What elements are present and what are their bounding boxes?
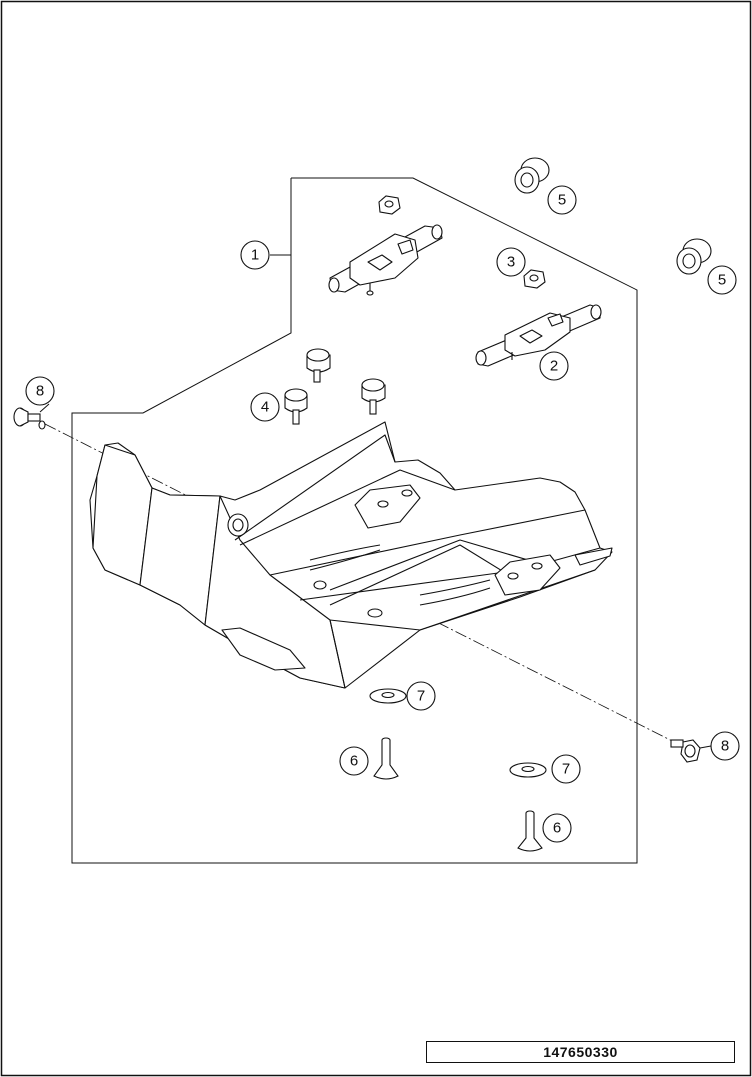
callout-6a-label: 6 <box>350 753 358 770</box>
document-number-box: 147650330 <box>426 1041 735 1063</box>
callout-6b-label: 6 <box>553 820 561 837</box>
callout-4: 4 <box>250 392 280 422</box>
rubber-buffer-part-4b <box>284 388 308 425</box>
nut-part-3 <box>523 269 546 289</box>
callout-2: 2 <box>539 351 569 381</box>
callout-7a-label: 7 <box>417 688 425 705</box>
callout-8a-label: 8 <box>36 383 44 400</box>
callout-3-label: 3 <box>507 254 515 271</box>
bolt-part-8-right <box>670 739 701 763</box>
skid-plate-part <box>89 421 613 689</box>
callout-6b: 6 <box>542 813 572 843</box>
callout-6a: 6 <box>339 746 369 776</box>
callout-1-label: 1 <box>251 247 259 264</box>
callout-8b-label: 8 <box>721 738 729 755</box>
washer-part-7a <box>369 688 407 704</box>
callout-7b: 7 <box>551 754 581 784</box>
callout-5a-label: 5 <box>558 192 566 209</box>
callout-4-label: 4 <box>261 399 269 416</box>
rubber-bushing-part-5b <box>676 238 712 275</box>
washer-part-7b <box>509 762 547 778</box>
callout-1: 1 <box>240 240 270 270</box>
callout-5b-label: 5 <box>718 272 726 289</box>
rubber-buffer-part-4c <box>361 378 386 415</box>
rubber-buffer-part-4a <box>306 348 331 383</box>
mounting-bracket-upper <box>328 224 443 296</box>
screw-part-6b <box>517 810 543 852</box>
nut-upper <box>378 195 401 215</box>
callout-8a: 8 <box>25 376 55 406</box>
leader-lines <box>39 254 712 749</box>
callout-3: 3 <box>496 247 526 277</box>
callout-5b: 5 <box>707 265 737 295</box>
rubber-bushing-part-5a <box>514 157 550 194</box>
assembly-outline <box>71 177 638 864</box>
callout-8b: 8 <box>710 731 740 761</box>
mounting-bracket-part-2 <box>475 304 602 367</box>
document-number: 147650330 <box>543 1044 618 1060</box>
callout-7b-label: 7 <box>562 761 570 778</box>
callout-2-label: 2 <box>550 358 558 375</box>
bolt-part-8-left <box>13 407 46 430</box>
screw-part-6a <box>373 737 399 780</box>
callout-7a: 7 <box>406 681 436 711</box>
callout-5a: 5 <box>547 185 577 215</box>
